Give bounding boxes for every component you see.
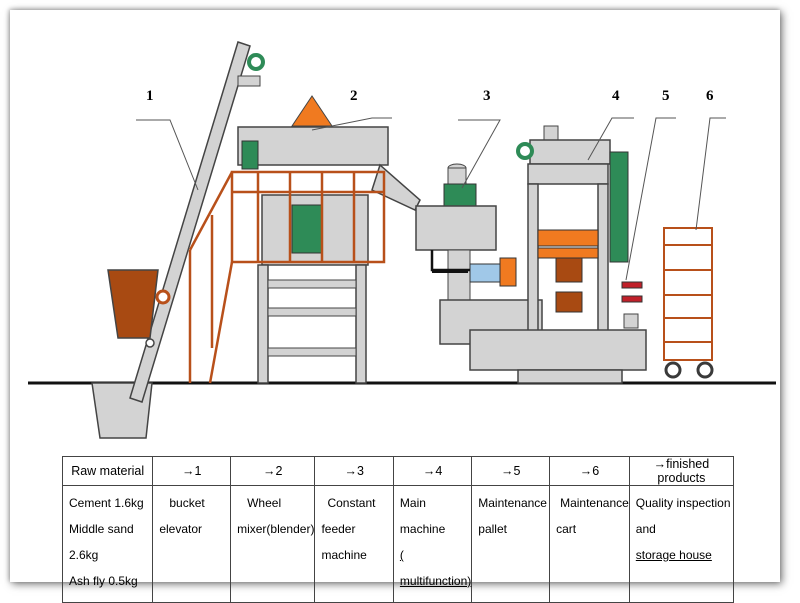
callout-4: 4 (612, 88, 620, 104)
cart-rack (663, 227, 713, 361)
mixer-leg (355, 264, 367, 384)
step-5-cell: Maintenance pallet (471, 485, 551, 603)
wheel-mixer (188, 95, 421, 384)
raw-material-cell: Cement 1.6kg Middle sand 2.6kg Ash fly 0… (61, 485, 154, 603)
process-table: Raw material →1 →2 →3 →4 →5 →6 →finished… (61, 456, 735, 603)
cell-line: pallet (478, 522, 507, 536)
mixer-rung (267, 307, 357, 317)
header-cell: →finished products (628, 456, 735, 486)
machine-head (529, 139, 611, 165)
cell-line: mixer(blender) (237, 522, 315, 536)
feeder-stand (447, 249, 471, 303)
header-cell: →1 (152, 456, 232, 486)
feeder-box (415, 205, 497, 251)
mixer-rung (267, 347, 357, 357)
feeder-motor-top (447, 167, 467, 185)
platform-railing (188, 170, 386, 384)
callout-6: 6 (706, 88, 714, 104)
header-cell: →5 (471, 456, 551, 486)
machine-motor (609, 151, 629, 263)
feeder-motor (443, 183, 477, 207)
machine-crossbeam (527, 163, 609, 185)
step-6-cell: Maintenance cart (549, 485, 630, 603)
mould-lower (555, 291, 583, 313)
pulley-icon (155, 289, 171, 305)
hopper-bucket (107, 269, 159, 339)
maintenance-cart (663, 227, 714, 379)
header-cell: →2 (230, 456, 316, 486)
header-cell: →4 (392, 456, 473, 486)
cell-line: storage house (635, 548, 712, 562)
step-2-cell: Wheel mixer(blender) (230, 485, 316, 603)
header-cell: →6 (549, 456, 630, 486)
machine-foot (517, 369, 623, 384)
step-3-cell: Constant feeder machine (314, 485, 394, 603)
cell-line: ( multifunction) (399, 548, 472, 588)
mixer-motor (241, 140, 259, 170)
step-4-cell: Main machine ( multifunction) (392, 485, 473, 603)
elevator-head (237, 75, 261, 87)
wheel-icon (664, 361, 682, 379)
pallet (621, 281, 643, 289)
maintenance-pallet (621, 281, 643, 329)
header-cell: →3 (314, 456, 394, 486)
finished-products-cell: Quality inspection and storage house (628, 485, 735, 603)
constant-feeder (415, 163, 543, 345)
mixer-drive (291, 204, 323, 254)
table-body-row: Cement 1.6kg Middle sand 2.6kg Ash fly 0… (61, 485, 735, 603)
machine-base (469, 329, 647, 371)
cell-line: Middle sand 2.6kg (69, 522, 134, 562)
cell-line: bucket (169, 496, 205, 510)
elevator-column (129, 41, 251, 403)
machine-top-cap (543, 125, 559, 141)
pulley-icon (145, 338, 155, 348)
callout-3: 3 (483, 88, 491, 104)
pulley-icon (247, 53, 265, 71)
mould-upper (555, 257, 583, 283)
cell-line: Maintenance (560, 496, 629, 510)
callout-1: 1 (146, 88, 154, 104)
cell-line: Wheel (247, 496, 282, 510)
leader-lines (136, 117, 726, 281)
pallet-stand (623, 313, 639, 329)
cell-line: Quality inspection and (635, 496, 731, 536)
pulley-icon (516, 142, 534, 160)
step-1-cell: bucket elevator (152, 485, 232, 603)
pallet (621, 295, 643, 303)
cell-line: Maintenance (478, 496, 547, 510)
callout-5: 5 (662, 88, 670, 104)
wheel-icon (696, 361, 714, 379)
bucket-elevator (107, 41, 265, 403)
cell-line: elevator (159, 522, 203, 536)
hydraulic-line (430, 250, 470, 272)
mixer-body (237, 126, 389, 166)
cell-line: Ash fly 0.5kg (69, 574, 138, 588)
mixer-leg (257, 264, 269, 384)
feeder-cylinder (469, 263, 503, 283)
mixer-feed-hopper (291, 95, 333, 127)
cell-line: feeder machine (321, 522, 367, 562)
feeder-pusher (499, 257, 517, 287)
header-cell: Raw material (61, 456, 154, 486)
cell-line: Cement 1.6kg (69, 496, 144, 510)
main-machine (469, 125, 647, 384)
press-plate (537, 247, 599, 259)
cell-line: Main machine (399, 496, 446, 536)
table-header-row: Raw material →1 →2 →3 →4 →5 →6 →finished… (61, 456, 735, 486)
cell-line: cart (556, 522, 577, 536)
callout-2: 2 (350, 88, 358, 104)
cell-line: Constant (327, 496, 376, 510)
press-head (537, 229, 599, 247)
mixer-rung (267, 279, 357, 289)
